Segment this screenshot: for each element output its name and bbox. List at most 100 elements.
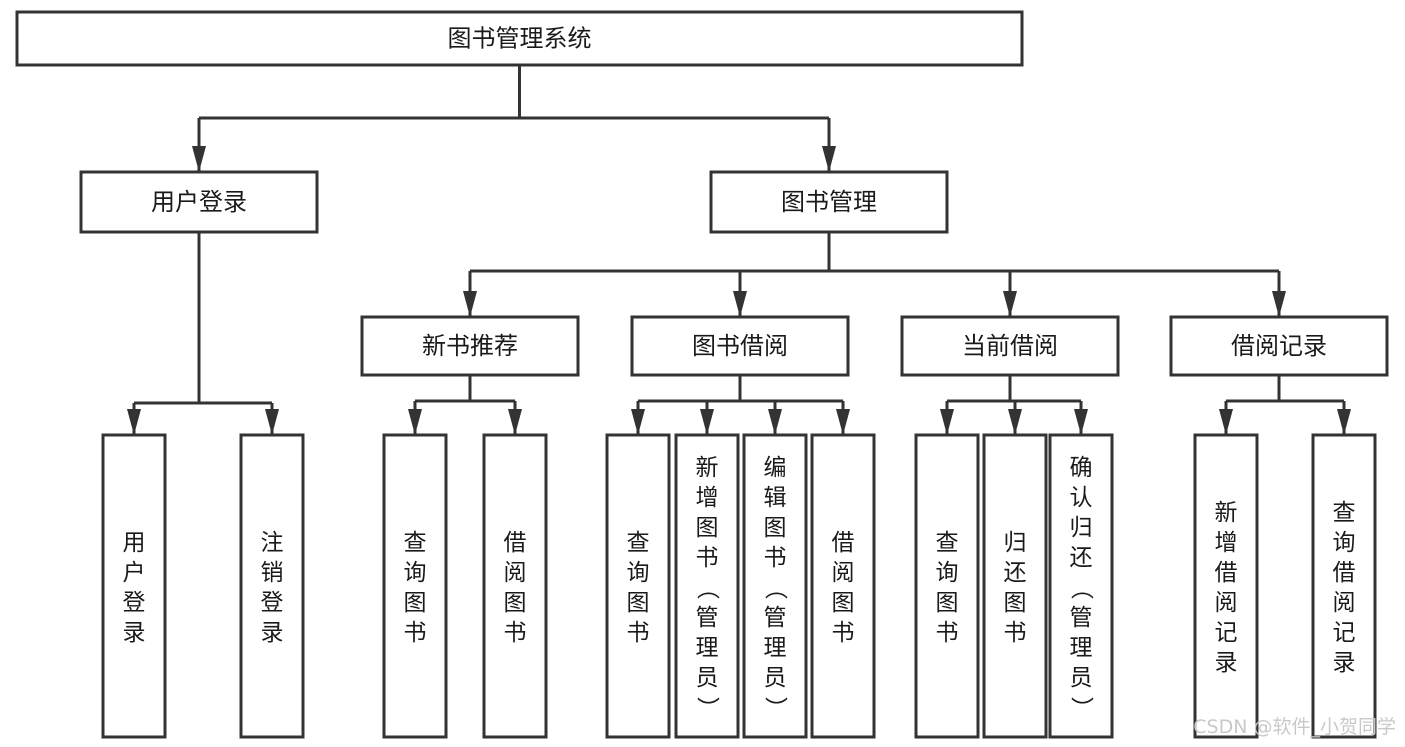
svg-text:）: ）	[1068, 697, 1094, 720]
node-box-leaf-query-book-2[interactable]	[605, 433, 671, 739]
svg-text:记: 记	[1333, 620, 1356, 646]
svg-text:管: 管	[1070, 605, 1093, 631]
node-label-leaf-user-login: 用户登录	[123, 530, 146, 646]
svg-text:阅: 阅	[1215, 590, 1238, 616]
node-box-book-borrow[interactable]	[630, 315, 850, 377]
node-box-leaf-query-book-3[interactable]	[914, 433, 980, 739]
node-box-root[interactable]	[15, 10, 1024, 67]
node-box-leaf-query-record[interactable]	[1311, 433, 1377, 739]
svg-text:销: 销	[261, 560, 284, 586]
svg-text:书: 书	[936, 620, 959, 646]
node-box-book-management[interactable]	[709, 170, 949, 234]
svg-text:阅: 阅	[504, 560, 527, 586]
svg-text:图: 图	[696, 515, 719, 541]
arrow-head-icon	[1337, 409, 1351, 435]
svg-text:员: 员	[696, 665, 719, 691]
svg-text:书: 书	[504, 620, 527, 646]
svg-text:录: 录	[1215, 650, 1238, 676]
svg-text:（: （	[694, 577, 720, 600]
arrow-head-icon	[1008, 409, 1022, 435]
svg-text:新: 新	[696, 455, 719, 481]
connectors-layer	[127, 65, 1351, 435]
svg-text:书: 书	[764, 545, 787, 571]
node-box-leaf-add-book[interactable]	[674, 433, 740, 739]
node-box-leaf-return-book[interactable]	[982, 433, 1048, 739]
svg-text:查: 查	[627, 530, 650, 556]
svg-text:注: 注	[261, 530, 284, 556]
node-label-user-login: 用户登录	[151, 188, 247, 216]
svg-text:书: 书	[404, 620, 427, 646]
arrow-head-icon	[127, 409, 141, 435]
svg-text:询: 询	[936, 560, 959, 586]
svg-text:还: 还	[1070, 545, 1093, 571]
boxes-layer: 图书管理系统用户登录图书管理新书推荐图书借阅当前借阅借阅记录用户登录注销登录查询…	[15, 10, 1389, 739]
node-box-new-book-recommend[interactable]	[360, 315, 580, 377]
svg-text:管: 管	[764, 605, 787, 631]
arrow-head-icon	[822, 146, 836, 172]
svg-text:员: 员	[1070, 665, 1093, 691]
node-box-leaf-query-book-1[interactable]	[382, 433, 448, 739]
svg-text:理: 理	[1070, 635, 1093, 661]
arrow-head-icon	[1219, 409, 1233, 435]
arrow-head-icon	[1272, 291, 1286, 317]
svg-text:查: 查	[1333, 500, 1356, 526]
svg-text:）: ）	[694, 697, 720, 720]
arrow-head-icon	[940, 409, 954, 435]
node-label-root: 图书管理系统	[448, 25, 592, 53]
svg-text:新: 新	[1215, 500, 1238, 526]
svg-text:登: 登	[261, 590, 284, 616]
arrow-head-icon	[700, 409, 714, 435]
node-box-user-login[interactable]	[79, 170, 319, 234]
svg-text:录: 录	[261, 620, 284, 646]
svg-text:图: 图	[936, 590, 959, 616]
svg-text:借: 借	[832, 530, 855, 556]
arrow-head-icon	[408, 409, 422, 435]
node-box-leaf-confirm-return[interactable]	[1048, 433, 1114, 739]
svg-text:用: 用	[123, 530, 146, 556]
svg-text:管: 管	[696, 605, 719, 631]
svg-text:询: 询	[404, 560, 427, 586]
svg-text:编: 编	[764, 455, 787, 481]
node-label-book-borrow: 图书借阅	[692, 332, 788, 360]
svg-text:图: 图	[764, 515, 787, 541]
svg-text:阅: 阅	[832, 560, 855, 586]
node-box-borrow-record[interactable]	[1169, 315, 1389, 377]
svg-text:增: 增	[1215, 530, 1238, 556]
node-box-current-borrow[interactable]	[900, 315, 1120, 377]
svg-text:确: 确	[1070, 455, 1093, 481]
node-box-leaf-borrow-book-2[interactable]	[810, 433, 876, 739]
svg-text:询: 询	[627, 560, 650, 586]
svg-text:借: 借	[1215, 560, 1238, 586]
node-label-book-management: 图书管理	[781, 188, 877, 216]
svg-text:记: 记	[1215, 620, 1238, 646]
svg-text:书: 书	[832, 620, 855, 646]
svg-text:增: 增	[696, 485, 719, 511]
svg-text:还: 还	[1004, 560, 1027, 586]
arrow-head-icon	[1003, 291, 1017, 317]
arrow-head-icon	[1074, 409, 1088, 435]
node-box-leaf-borrow-book-1[interactable]	[482, 433, 548, 739]
node-box-leaf-add-record[interactable]	[1193, 433, 1259, 739]
node-box-leaf-user-login[interactable]	[101, 433, 167, 739]
svg-text:登: 登	[123, 590, 146, 616]
arrow-head-icon	[733, 291, 747, 317]
node-box-leaf-logout-login[interactable]	[239, 433, 305, 739]
svg-text:图: 图	[504, 590, 527, 616]
svg-text:员: 员	[764, 665, 787, 691]
svg-text:书: 书	[1004, 620, 1027, 646]
node-box-leaf-edit-book[interactable]	[742, 433, 808, 739]
arrow-head-icon	[768, 409, 782, 435]
watermark-label: CSDN @软件_小贺同学	[1193, 716, 1396, 738]
svg-text:图: 图	[627, 590, 650, 616]
svg-text:（: （	[1068, 577, 1094, 600]
